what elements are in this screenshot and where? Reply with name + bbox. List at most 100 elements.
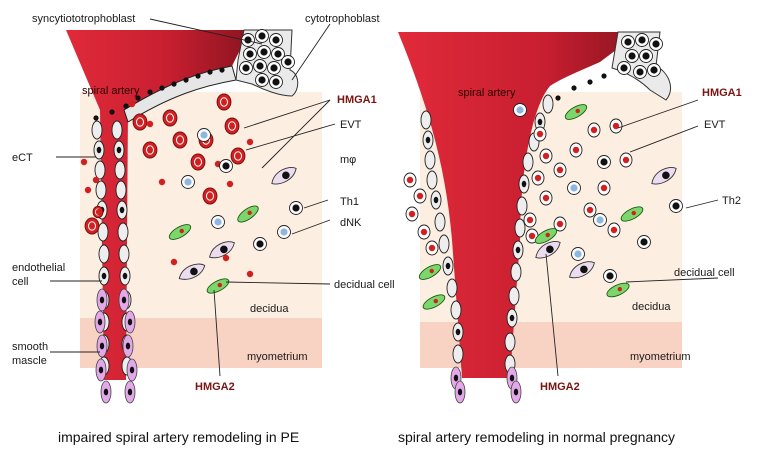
smooth-muscle-nucleus <box>99 342 105 350</box>
nk-cell <box>168 224 192 240</box>
evt-nucleus <box>534 174 542 182</box>
evt-nucleus <box>622 156 630 164</box>
cytotrophoblast-nucleus <box>270 64 278 72</box>
endothelial-cell-nucleus <box>119 206 125 214</box>
evt-cell-hmga1 <box>216 93 232 111</box>
syncytium-nucleus <box>93 115 99 121</box>
syncytium-nucleus <box>147 89 153 95</box>
syncytiotrophoblast-layer <box>123 65 237 123</box>
evt-cell-hmga1 <box>230 147 246 165</box>
endothelial-cell-body <box>115 180 127 200</box>
smooth-muscle-cell <box>122 334 134 358</box>
nk-cell <box>606 282 630 298</box>
macrophage-nucleus <box>546 245 554 254</box>
syncytium-nucleus <box>571 85 577 91</box>
nk-cell <box>237 205 259 223</box>
evt-body <box>202 187 218 205</box>
endothelial-cell <box>512 240 524 260</box>
smooth-muscle-nucleus <box>121 296 127 304</box>
endothelial-cell <box>114 160 126 180</box>
endothelial-cell-body <box>91 120 103 140</box>
macrophage-nucleus <box>580 265 588 274</box>
evt-nucleus <box>610 226 618 234</box>
right-leader-lines <box>545 99 719 377</box>
th-cell-nucleus <box>280 228 288 236</box>
left-leader-lines <box>50 18 336 377</box>
th-cell <box>669 199 683 213</box>
syncytium-nucleus <box>219 67 225 73</box>
syncytium-nucleus <box>183 77 189 83</box>
nk-cell <box>534 228 558 244</box>
th-cell <box>593 213 607 227</box>
evt-cell <box>607 222 621 238</box>
cytotrophoblast-nucleus <box>636 68 644 76</box>
nk-cell-nucleus <box>247 210 252 216</box>
endothelial-cell-body <box>516 196 528 216</box>
evt-nucleus-ring <box>228 121 236 131</box>
caption-right: spiral artery remodeling in normal pregn… <box>398 429 675 445</box>
cytotrophoblast-cells <box>239 29 295 89</box>
evt-cell <box>403 172 417 188</box>
macrophage-nucleus <box>662 171 670 180</box>
evt-nucleus <box>572 146 580 154</box>
th-cell <box>603 269 617 283</box>
syncytium-nucleus <box>207 69 213 75</box>
nk-cell-nucleus <box>631 210 636 216</box>
th-cell-nucleus <box>672 202 680 210</box>
cytotrophoblast-cell <box>647 63 661 77</box>
evt-body <box>84 217 100 235</box>
evt-cell-hmga1 <box>84 217 100 235</box>
endothelial-cell <box>452 344 464 364</box>
nk-cell-nucleus <box>179 228 184 234</box>
endothelial-cell <box>542 94 554 114</box>
evt-nucleus <box>416 192 424 200</box>
endothelial-cell <box>438 234 450 254</box>
endothelial-cell <box>420 110 432 130</box>
endothelial-cell <box>91 120 103 140</box>
smooth-muscle-cells-right <box>450 366 522 404</box>
endothelial-cell <box>111 120 123 140</box>
th-cell <box>571 247 585 261</box>
evt-nucleus <box>526 216 534 224</box>
caption-left: impaired spiral artery remodeling in PE <box>58 429 299 445</box>
evt-cell <box>583 202 597 218</box>
endothelial-cell-body <box>420 110 432 130</box>
smooth-muscle-cell <box>96 334 108 358</box>
syncytium-nucleus <box>195 73 201 79</box>
endothelial-cell-nucleus <box>521 180 527 188</box>
evt-cell-hmga1 <box>162 109 178 127</box>
cytotrophoblast-nucleus <box>624 38 632 46</box>
smooth-muscle-nucleus <box>457 388 463 396</box>
endothelial-cell-body <box>542 94 554 114</box>
evt-cell <box>523 212 537 228</box>
evt-nucleus <box>408 210 416 218</box>
label-hmga1-left: HMGA1 <box>337 94 377 106</box>
evt-cell <box>539 190 553 206</box>
label-hmga2-left: HMGA2 <box>195 381 235 393</box>
endothelial-cell-body <box>434 212 446 232</box>
cytotrophoblast-cell <box>271 47 285 61</box>
evt-nucleus-ring <box>234 151 242 161</box>
smooth-muscle-cell <box>124 310 136 334</box>
evt-body <box>132 113 148 131</box>
endothelial-cell <box>506 308 518 328</box>
nk-cell-nucleus <box>217 282 222 288</box>
smooth-muscle-nucleus <box>513 388 519 396</box>
endothelial-cell-body <box>504 332 516 352</box>
smooth-muscle-cell <box>95 358 107 382</box>
cytotrophoblast-cell <box>257 45 271 59</box>
nk-cell <box>418 264 442 280</box>
macrophage-cell <box>535 241 561 259</box>
evt-cell <box>587 122 601 138</box>
cytotrophoblast-nucleus <box>246 50 254 58</box>
label-decidual-cell-right: decidual cell <box>674 267 735 279</box>
evt-nucleus-ring <box>88 221 96 231</box>
smooth-muscle-nucleus <box>99 296 105 304</box>
cytotrophoblast-cell <box>281 55 295 69</box>
endothelial-cell <box>117 222 129 242</box>
evt-body <box>162 109 178 127</box>
evt-cell <box>609 118 623 134</box>
endothelial-cell-body <box>426 170 438 190</box>
endothelial-cell-nucleus <box>537 118 543 126</box>
